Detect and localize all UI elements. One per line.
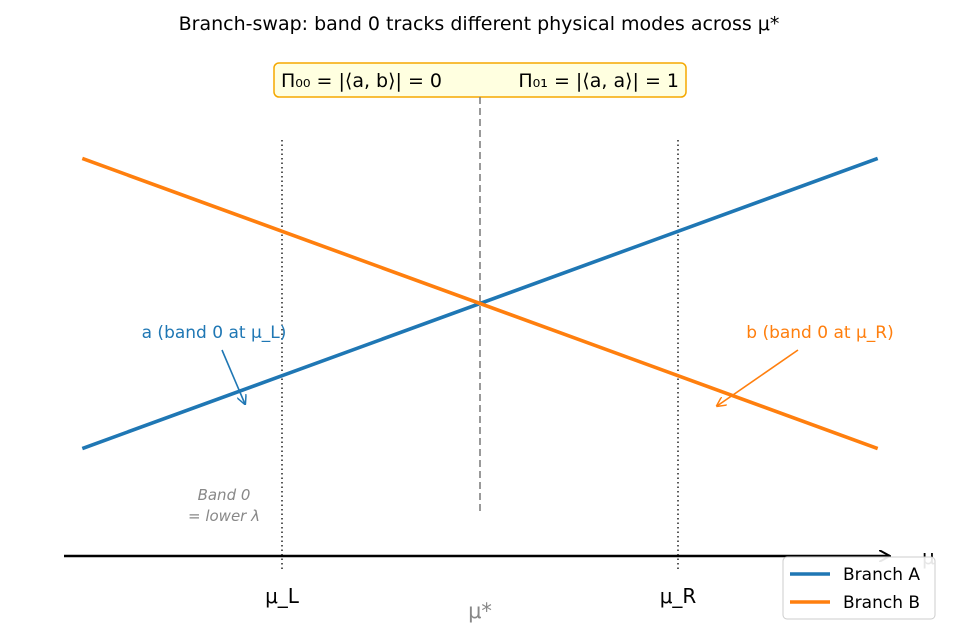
legend-label-branch-b: Branch B xyxy=(843,593,920,613)
annotation-b-arrow xyxy=(717,349,799,406)
band0-note-line2: = lower λ xyxy=(188,507,260,525)
info-box-right-text: Π₀₁ = |⟨a, a⟩| = 1 xyxy=(518,70,679,92)
crossing-label: μ* xyxy=(468,599,492,623)
chart-title: Branch-swap: band 0 tracks different phy… xyxy=(179,13,780,35)
info-box-left-text: Π₀₀ = |⟨a, b⟩| = 0 xyxy=(281,70,442,92)
x-tick-label-mu-l: μ_L xyxy=(265,584,300,608)
annotation-a: a (band 0 at μ_L) xyxy=(142,323,287,343)
band0-note-line1: Band 0 xyxy=(198,486,251,504)
annotation-b: b (band 0 at μ_R) xyxy=(746,323,893,343)
legend: Branch A Branch B xyxy=(782,556,936,620)
legend-label-branch-a: Branch A xyxy=(843,565,920,585)
annotation-a-arrow xyxy=(221,349,245,404)
series-line-branch-b xyxy=(81,156,879,451)
plot-area xyxy=(81,97,879,572)
x-tick-label-mu-r: μ_R xyxy=(660,584,697,608)
